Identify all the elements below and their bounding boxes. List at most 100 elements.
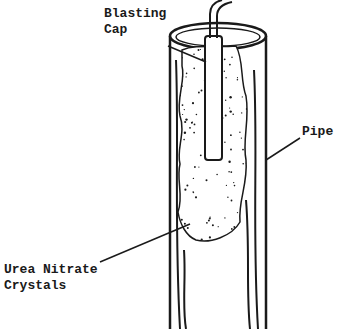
blasting-cap — [205, 36, 222, 160]
crystal-dot — [237, 79, 239, 81]
crystal-dot — [185, 118, 187, 120]
crystal-dot — [242, 64, 244, 66]
crystal-dot — [184, 109, 185, 110]
crystal-dot — [177, 108, 179, 110]
crystal-dot — [225, 100, 226, 101]
crystal-dot — [181, 57, 182, 58]
crystal-dot — [230, 134, 232, 136]
crystal-dot — [176, 194, 178, 196]
crystal-dot — [241, 233, 243, 235]
crystal-dot — [181, 229, 182, 230]
crystal-dot — [228, 161, 230, 163]
crystal-dot — [209, 218, 211, 220]
crystal-dot — [181, 76, 183, 78]
part-label: Urea Nitrate Crystals — [4, 262, 114, 294]
crystal-dot — [198, 92, 200, 94]
crystal-dot — [229, 96, 231, 98]
crystal-dot — [196, 114, 198, 116]
crystal-dot — [192, 191, 194, 193]
crystal-dot — [224, 71, 225, 72]
crystal-dot — [230, 171, 232, 173]
crystal-dot — [225, 77, 226, 78]
crystal-dot — [228, 171, 230, 173]
crystal-dot — [230, 110, 232, 112]
crystal-dot — [176, 167, 177, 168]
crystal-dot — [192, 102, 194, 104]
crystal-dot — [176, 115, 178, 117]
crystal-dot — [184, 223, 186, 225]
crystal-dot — [233, 182, 234, 183]
crystal-dot — [184, 121, 186, 123]
crystal-dot — [179, 95, 181, 97]
crystal-dot — [246, 108, 248, 110]
crystal-dot — [194, 166, 196, 168]
part-label: Pipe — [302, 124, 352, 140]
crystal-dot — [189, 127, 191, 129]
crystal-dot — [229, 107, 230, 108]
crystal-dot — [193, 178, 194, 179]
crystal-dot — [231, 200, 233, 202]
pipe-wall — [170, 36, 266, 329]
crystal-dot — [246, 162, 247, 163]
crystal-dot — [192, 121, 193, 122]
crystal-dot — [183, 139, 185, 141]
crystal-dot — [242, 96, 243, 97]
crystal-dot — [198, 167, 199, 168]
crystal-dot — [246, 165, 248, 167]
crystal-dot — [194, 124, 196, 126]
crystal-dot — [193, 192, 194, 193]
crystal-dot — [200, 154, 202, 156]
crystal-dot — [224, 142, 225, 143]
crystal-dot — [248, 132, 249, 133]
cap-wire — [217, 2, 232, 38]
crystal-dot — [201, 89, 203, 91]
crystal-dot — [248, 170, 250, 172]
crystal-dot — [200, 49, 201, 50]
crystal-dot — [198, 49, 200, 51]
crystal-dot — [182, 104, 184, 106]
crystal-dot — [232, 114, 234, 116]
crystal-dot — [193, 132, 195, 134]
crystal-dot — [193, 53, 195, 55]
crystal-dot — [234, 185, 236, 187]
crystal-dot — [247, 228, 249, 230]
crystal-dot — [182, 114, 183, 115]
crystal-dot — [186, 184, 188, 186]
leader-line — [168, 46, 206, 62]
crystal-dot — [184, 132, 186, 134]
crystal-dot — [218, 226, 219, 227]
crystal-dot — [179, 117, 181, 119]
crystal-dot — [176, 200, 178, 202]
crystal-dot — [239, 132, 240, 133]
crystal-dot — [212, 224, 214, 226]
crystal-dot — [224, 217, 225, 218]
crystal-dot — [241, 137, 242, 138]
crystal-dot — [187, 227, 189, 229]
crystal-dot — [249, 175, 250, 176]
crystal-dot — [209, 216, 210, 217]
crystal-dot — [227, 197, 228, 198]
crystal-dot — [181, 219, 183, 221]
crystal-dot — [225, 115, 227, 117]
crystal-dot — [195, 196, 197, 198]
crystal-dot — [246, 146, 247, 147]
crystal-dot — [229, 64, 231, 66]
leader-line — [266, 138, 300, 160]
crystal-dot — [241, 112, 242, 113]
crystal-dot — [216, 174, 218, 176]
crystal-dot — [237, 212, 238, 213]
crystal-dot — [209, 236, 211, 238]
crystal-dot — [193, 68, 195, 70]
crystal-dot — [191, 122, 193, 124]
crystal-dot — [242, 149, 244, 151]
crystal-dot — [230, 149, 232, 151]
crystal-dot — [245, 204, 247, 206]
crystal-dot — [182, 85, 183, 86]
crystal-dot — [231, 228, 233, 230]
crystal-dot — [237, 77, 238, 78]
crystal-dot — [187, 44, 189, 46]
crystal-dot — [181, 47, 183, 49]
crystal-dot — [179, 231, 181, 233]
crystal-dot — [226, 185, 227, 186]
crystal-dot — [177, 151, 179, 153]
